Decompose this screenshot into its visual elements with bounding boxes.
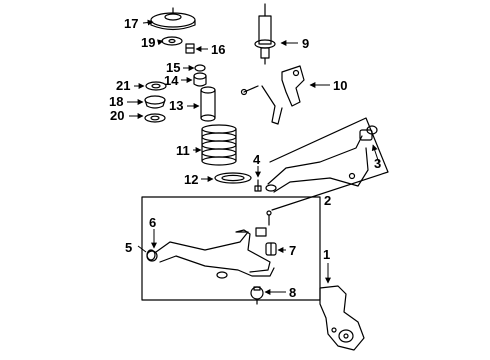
callout-labels: 17 19 16 15 14 13 21 18 20 11 12 9 10 4 …: [109, 16, 381, 300]
callout-4: 4: [253, 152, 261, 167]
lower-arm-frame: [141, 196, 321, 301]
callout-14: 14: [164, 73, 179, 88]
lower-arm-bushing: [146, 249, 156, 261]
callout-20: 20: [110, 108, 124, 123]
callout-16: 16: [211, 42, 225, 57]
upper-isolator: [145, 81, 167, 91]
cam-bolt: [266, 210, 272, 226]
callout-3: 3: [374, 156, 381, 171]
callout-13: 13: [169, 98, 183, 113]
upper-strut-mount: [150, 7, 196, 31]
upper-control-arm: [265, 129, 373, 193]
link-bolt: [240, 85, 259, 96]
leader-lines: [127, 19, 380, 295]
arm-bolt: [254, 179, 262, 192]
callout-5: 5: [125, 240, 132, 255]
coil-spring: [201, 124, 237, 166]
mounting-bracket: [281, 65, 305, 107]
small-washer: [194, 64, 206, 72]
callout-6: 6: [149, 215, 156, 230]
callout-1: 1: [323, 247, 330, 262]
spring-insulator: [214, 172, 252, 184]
callout-9: 9: [302, 36, 309, 51]
shock-absorber: [254, 3, 276, 65]
callout-17: 17: [124, 16, 138, 31]
callout-21: 21: [116, 78, 130, 93]
bumper: [144, 95, 166, 109]
dust-boot: [200, 86, 216, 122]
lower-control-arm: [146, 227, 275, 277]
callout-2: 2: [324, 193, 331, 208]
lower-isolator: [144, 113, 166, 123]
callout-12: 12: [184, 172, 198, 187]
callout-15: 15: [166, 60, 180, 75]
callout-8: 8: [289, 285, 296, 300]
nut-small: [216, 271, 228, 279]
stabilizer-link: [261, 85, 283, 125]
callout-11: 11: [176, 143, 190, 158]
callout-10: 10: [333, 78, 347, 93]
callout-19: 19: [141, 35, 155, 50]
steering-knuckle: [319, 285, 365, 351]
washer: [161, 36, 183, 46]
lower-rear-bushing: [265, 242, 277, 256]
bushing: [193, 72, 207, 87]
callout-7: 7: [289, 243, 296, 258]
ball-joint: [250, 286, 264, 305]
callout-18: 18: [109, 94, 123, 109]
nut: [185, 43, 195, 54]
